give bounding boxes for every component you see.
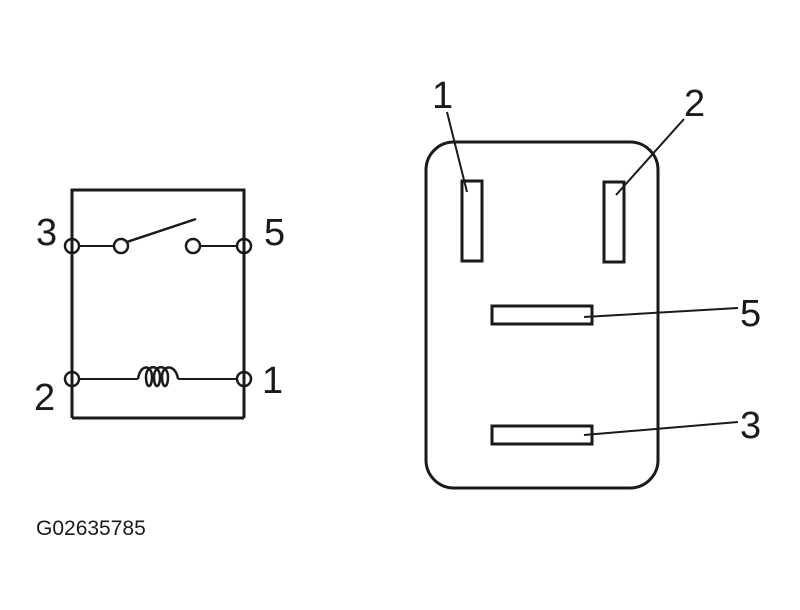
leader-line-pin-5	[583, 307, 739, 318]
switch-fixed-contact	[184, 237, 202, 255]
terminal-5-dot	[235, 237, 253, 255]
pin-1-blade	[460, 179, 484, 263]
terminal-2-dot	[63, 370, 81, 388]
pin-5-blade	[490, 304, 594, 326]
terminal-3-dot	[63, 237, 81, 255]
terminal-1-dot	[235, 370, 253, 388]
terminal-label-5: 5	[264, 212, 285, 254]
pin-label-3: 3	[740, 405, 761, 447]
coil-symbol	[136, 366, 180, 388]
switch-pivot-contact	[112, 237, 130, 255]
relay-connector: 1 2 5 3	[424, 75, 761, 490]
terminal-label-1: 1	[262, 360, 283, 402]
leader-line-pin-1	[446, 111, 468, 193]
connector-housing	[424, 140, 660, 490]
terminal-label-3: 3	[36, 212, 57, 254]
figure-id: G02635785	[36, 517, 146, 540]
pin-label-1: 1	[432, 75, 453, 117]
pin-label-5: 5	[740, 293, 761, 335]
schematic-frame-top	[70, 188, 246, 246]
relay-schematic: 3 5 2 1	[34, 188, 285, 420]
switch-blade	[126, 217, 197, 244]
pin-2-blade	[602, 180, 626, 264]
pin-label-2: 2	[684, 83, 705, 125]
terminal-label-2: 2	[34, 377, 55, 419]
leader-line-pin-2	[615, 118, 685, 196]
pin-3-blade	[490, 424, 594, 446]
leader-line-pin-3	[583, 421, 739, 436]
